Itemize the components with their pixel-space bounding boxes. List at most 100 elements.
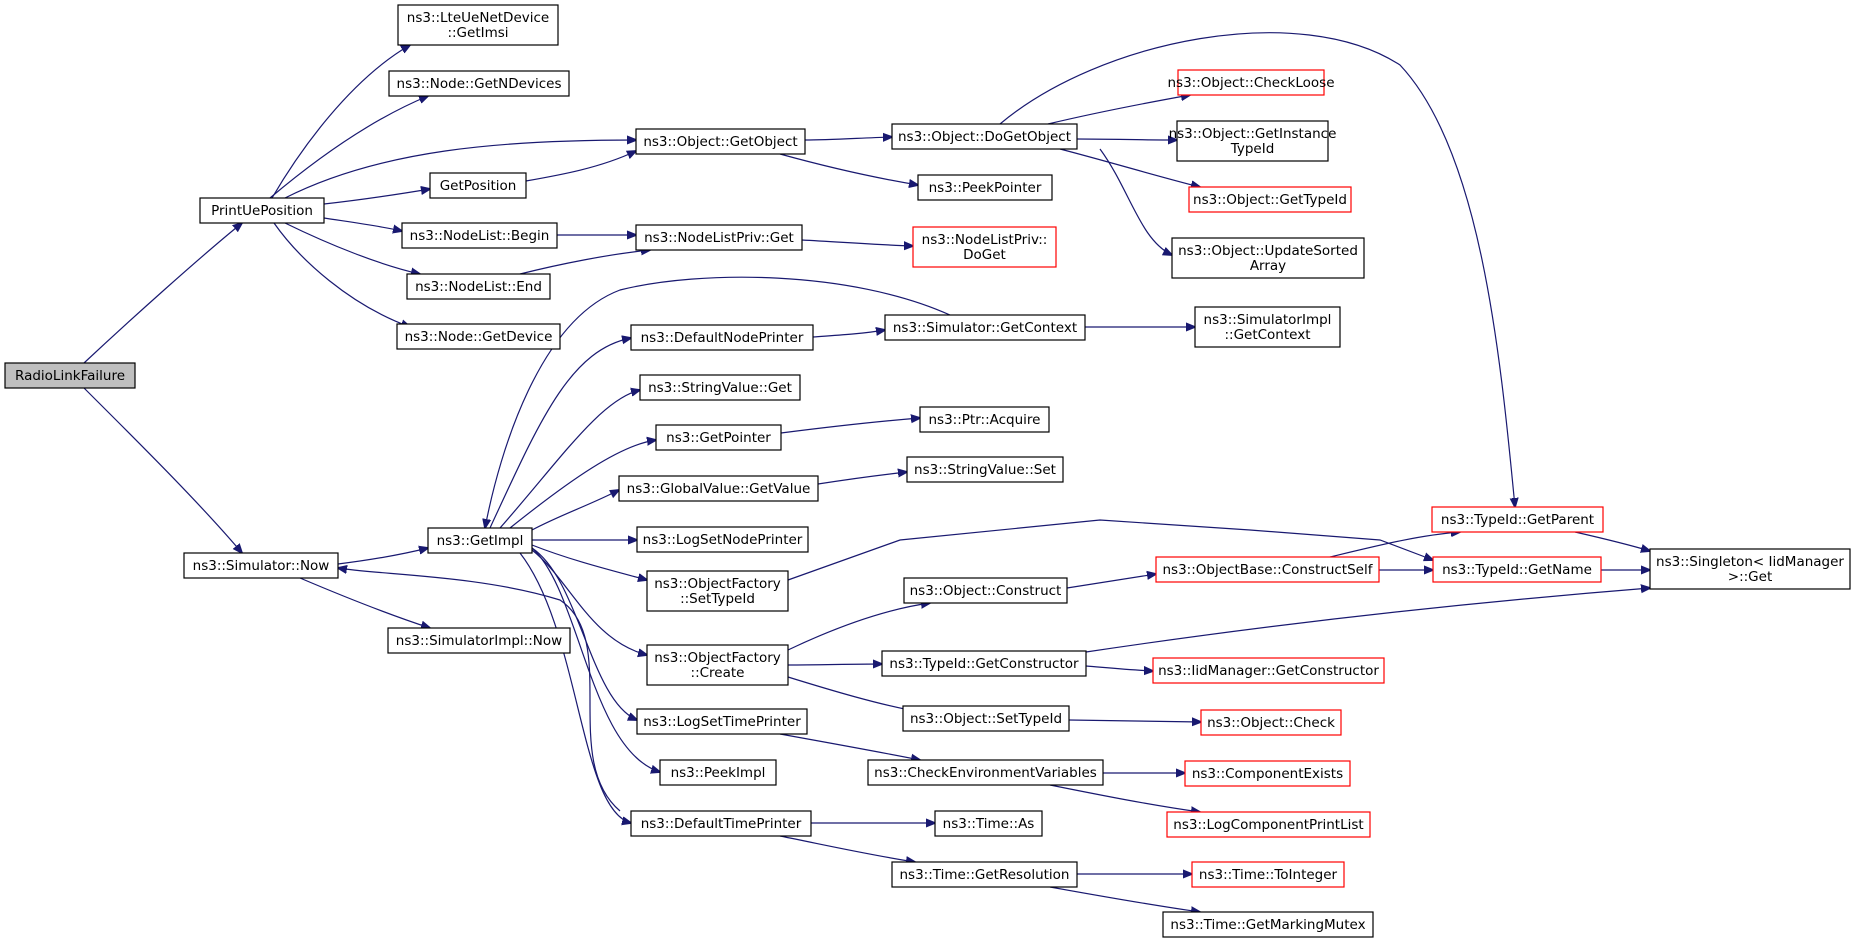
edge-object-dogetobject-to-object-updatesortedarray	[1099, 148, 1172, 255]
node-box	[636, 708, 808, 735]
node-object-checkloose[interactable]: ns3::Object::CheckLoose	[1167, 69, 1335, 96]
node-label: ns3::Ptr::Acquire	[929, 412, 1041, 428]
node-simulatorimpl-getcontext[interactable]: ns3::SimulatorImpl::GetContext	[1194, 306, 1341, 348]
node-object-dogetobject[interactable]: ns3::Object::DoGetObject	[891, 123, 1078, 150]
node-defaultnodeprinter[interactable]: ns3::DefaultNodePrinter	[630, 324, 814, 351]
node-componentexists[interactable]: ns3::ComponentExists	[1184, 760, 1351, 787]
edge-getimpl-to-globalvalue-getvalue	[531, 490, 619, 531]
node-label: ns3::GlobalValue::GetValue	[627, 481, 811, 497]
node-globalvalue-getvalue[interactable]: ns3::GlobalValue::GetValue	[618, 475, 819, 502]
node-typeid-getname[interactable]: ns3::TypeId::GetName	[1432, 556, 1602, 583]
node-nodelist-end[interactable]: ns3::NodeList::End	[406, 273, 551, 300]
edge-object-dogetobject-to-object-gettypeid	[1059, 148, 1200, 187]
edge-printueposition-to-getposition	[323, 189, 430, 205]
node-label: ns3::ComponentExists	[1192, 766, 1343, 782]
node-label: ns3::Node::GetDevice	[405, 329, 553, 345]
node-box	[630, 324, 814, 351]
edge-object-construct-to-objectbase-constructself	[1066, 574, 1156, 589]
node-box	[1162, 911, 1374, 938]
node-box	[1191, 861, 1345, 888]
node-getposition[interactable]: GetPosition	[429, 172, 527, 199]
node-label: DoGet	[963, 247, 1006, 263]
node-node-getdevice[interactable]: ns3::Node::GetDevice	[396, 323, 561, 350]
edge-printueposition-to-node-getdevice	[273, 222, 410, 327]
node-box	[635, 128, 806, 155]
edge-typeid-getparent-to-singleton-get	[1574, 531, 1650, 551]
node-getimpl[interactable]: ns3::GetImpl	[427, 527, 533, 554]
node-label: ns3::ObjectBase::ConstructSelf	[1163, 562, 1374, 578]
edge-printueposition-to-lteuenetdevice-getimsi	[271, 45, 410, 199]
node-box	[1432, 556, 1602, 583]
edge-defaulttimeprinter-to-simulator-now	[338, 568, 621, 812]
node-peekpointer[interactable]: ns3::PeekPointer	[917, 174, 1053, 201]
node-radiolinkfailure[interactable]: RadioLinkFailure	[4, 362, 136, 389]
node-object-check[interactable]: ns3::Object::Check	[1200, 709, 1342, 736]
node-objectfactory-create[interactable]: ns3::ObjectFactory::Create	[646, 644, 789, 686]
edge-getimpl-to-defaultnodeprinter	[489, 338, 631, 529]
node-logcomponentprintlist[interactable]: ns3::LogComponentPrintList	[1166, 811, 1371, 838]
node-box	[1155, 556, 1380, 583]
node-time-as[interactable]: ns3::Time::As	[934, 810, 1043, 837]
node-label: PrintUePosition	[211, 203, 313, 219]
node-objectbase-constructself[interactable]: ns3::ObjectBase::ConstructSelf	[1155, 556, 1380, 583]
edge-simulator-now-to-getimpl	[337, 548, 428, 565]
node-getpointer[interactable]: ns3::GetPointer	[655, 424, 782, 451]
node-nodelist-begin[interactable]: ns3::NodeList::Begin	[401, 222, 558, 249]
node-object-construct[interactable]: ns3::Object::Construct	[903, 577, 1068, 604]
edge-getposition-to-object-getobject	[525, 151, 636, 182]
node-label: ns3::Object::CheckLoose	[1167, 75, 1334, 91]
node-node-getndevices[interactable]: ns3::Node::GetNDevices	[388, 70, 570, 97]
node-singleton-get[interactable]: ns3::Singleton< IidManager >::Get	[1649, 548, 1851, 590]
node-time-tointeger[interactable]: ns3::Time::ToInteger	[1191, 861, 1345, 888]
node-stringvalue-get[interactable]: ns3::StringValue::Get	[639, 374, 801, 401]
node-lteuenetdevice-getimsi[interactable]: ns3::LteUeNetDevice::GetImsi	[397, 4, 559, 46]
node-box	[618, 475, 819, 502]
node-object-gettypeid[interactable]: ns3::Object::GetTypeId	[1188, 186, 1352, 213]
node-label: ::GetContext	[1224, 327, 1310, 343]
node-time-getmarkingmutex[interactable]: ns3::Time::GetMarkingMutex	[1162, 911, 1374, 938]
node-label: ns3::SimulatorImpl	[1204, 312, 1332, 328]
node-object-getobject[interactable]: ns3::Object::GetObject	[635, 128, 806, 155]
node-objectfactory-settypeid[interactable]: ns3::ObjectFactory::SetTypeId	[646, 570, 789, 612]
node-label: ns3::Object::Check	[1207, 715, 1335, 731]
node-defaulttimeprinter[interactable]: ns3::DefaultTimePrinter	[630, 810, 812, 837]
node-logsetnodeprinter[interactable]: ns3::LogSetNodePrinter	[636, 526, 809, 553]
node-stringvalue-set[interactable]: ns3::StringValue::Set	[906, 456, 1064, 483]
node-typeid-getconstructor[interactable]: ns3::TypeId::GetConstructor	[881, 650, 1087, 677]
node-peekimpl[interactable]: ns3::PeekImpl	[659, 759, 777, 786]
node-object-settypeid[interactable]: ns3::Object::SetTypeId	[902, 705, 1070, 732]
edge-defaultnodeprinter-to-simulator-getcontext	[812, 330, 885, 338]
node-simulatorimpl-now[interactable]: ns3::SimulatorImpl::Now	[387, 627, 571, 654]
node-nodelistpriv-get[interactable]: ns3::NodeListPriv::Get	[635, 224, 803, 251]
node-label: ns3::NodeList::End	[415, 279, 542, 295]
node-time-getresolution[interactable]: ns3::Time::GetResolution	[891, 861, 1078, 888]
node-box	[183, 552, 339, 579]
node-box	[1431, 506, 1604, 533]
node-typeid-getparent[interactable]: ns3::TypeId::GetParent	[1431, 506, 1604, 533]
node-label: ns3::CheckEnvironmentVariables	[874, 765, 1097, 781]
edge-objectfactory-create-to-typeid-getconstructor	[787, 664, 882, 665]
node-box	[881, 650, 1087, 677]
node-box	[903, 577, 1068, 604]
node-simulator-now[interactable]: ns3::Simulator::Now	[183, 552, 339, 579]
node-iidmanager-getconstructor[interactable]: ns3::IidManager::GetConstructor	[1152, 657, 1385, 684]
node-label: ns3::NodeListPriv::Get	[644, 230, 794, 246]
node-checkenvironmentvariables[interactable]: ns3::CheckEnvironmentVariables	[867, 759, 1104, 786]
node-printueposition[interactable]: PrintUePosition	[199, 197, 325, 224]
edge-getimpl-to-getpointer	[509, 440, 656, 529]
edge-object-dogetobject-to-object-checkloose	[1047, 95, 1190, 125]
node-label: ns3::LogSetNodePrinter	[643, 532, 803, 548]
node-box	[1166, 811, 1371, 838]
edge-object-getobject-to-object-dogetobject	[804, 137, 892, 140]
node-label: ns3::Simulator::GetContext	[893, 320, 1077, 336]
node-logsettimeprinter[interactable]: ns3::LogSetTimePrinter	[636, 708, 808, 735]
node-box	[1177, 69, 1325, 96]
node-ptr-acquire[interactable]: ns3::Ptr::Acquire	[919, 406, 1050, 433]
node-box	[396, 323, 561, 350]
node-label: ns3::PeekPointer	[929, 180, 1042, 196]
node-label: ns3::LogSetTimePrinter	[643, 714, 801, 730]
node-nodelistpriv-doget[interactable]: ns3::NodeListPriv::DoGet	[912, 226, 1057, 268]
node-simulator-getcontext[interactable]: ns3::Simulator::GetContext	[884, 314, 1086, 341]
